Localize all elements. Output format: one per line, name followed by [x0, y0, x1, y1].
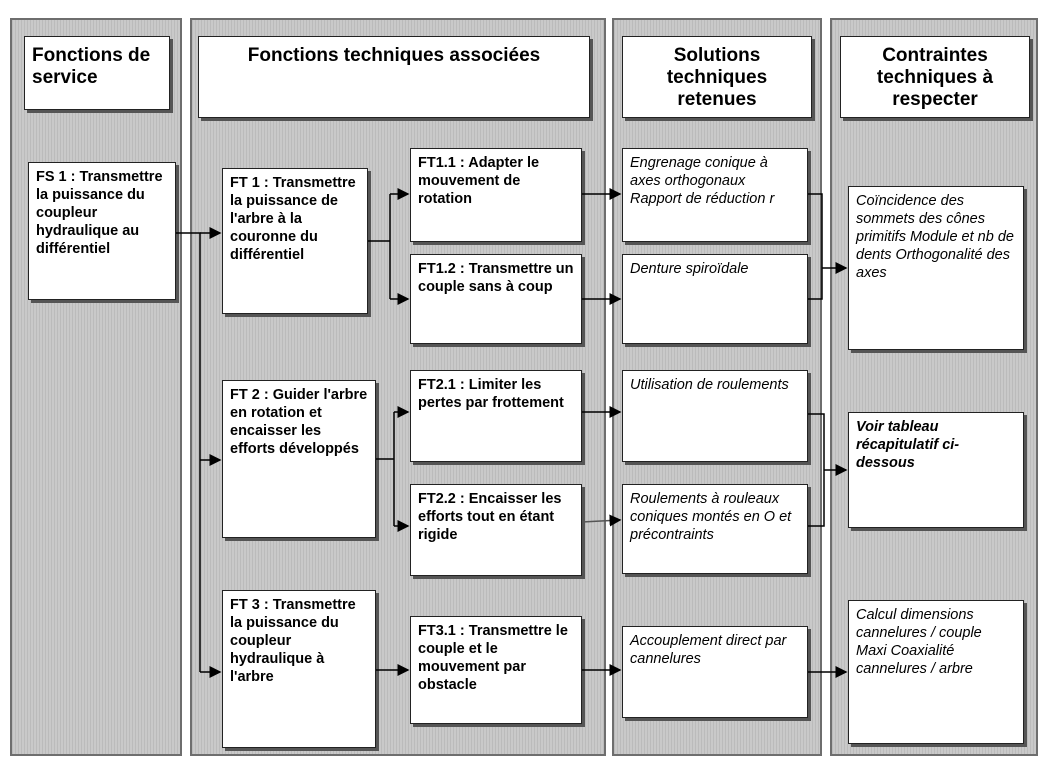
header-fonctions-service: Fonctions de service — [24, 36, 170, 110]
header-solutions-techniques: Solutions techniques retenues — [622, 36, 812, 118]
sol11-box: Engrenage conique à axes orthogonaux Rap… — [622, 148, 808, 242]
column-fonctions-service — [10, 18, 182, 756]
header-contraintes-techniques: Contraintes techniques à respecter — [840, 36, 1030, 118]
ct2-box: Voir tableau récapitulatif ci-dessous — [848, 412, 1024, 528]
ft3-box: FT 3 : Transmettre la puissance du coupl… — [222, 590, 376, 748]
ft12-box: FT1.2 : Transmettre un couple sans à cou… — [410, 254, 582, 344]
sol12-box: Denture spiroïdale — [622, 254, 808, 344]
ft22-box: FT2.2 : Encaisser les efforts tout en ét… — [410, 484, 582, 576]
ct1-box: Coïncidence des sommets des cônes primit… — [848, 186, 1024, 350]
sol21-box: Utilisation de roulements — [622, 370, 808, 462]
ft2-box: FT 2 : Guider l'arbre en rotation et enc… — [222, 380, 376, 538]
sol31-box: Accouplement direct par cannelures — [622, 626, 808, 718]
ft11-box: FT1.1 : Adapter le mouvement de rotation — [410, 148, 582, 242]
ft31-box: FT3.1 : Transmettre le couple et le mouv… — [410, 616, 582, 724]
ft21-box: FT2.1 : Limiter les pertes par frottemen… — [410, 370, 582, 462]
fs1-box: FS 1 : Transmettre la puissance du coupl… — [28, 162, 176, 300]
sol22-box: Roulements à rouleaux coniques montés en… — [622, 484, 808, 574]
header-fonctions-techniques: Fonctions techniques associées — [198, 36, 590, 118]
ct3-box: Calcul dimensions cannelures / couple Ma… — [848, 600, 1024, 744]
ft1-box: FT 1 : Transmettre la puissance de l'arb… — [222, 168, 368, 314]
